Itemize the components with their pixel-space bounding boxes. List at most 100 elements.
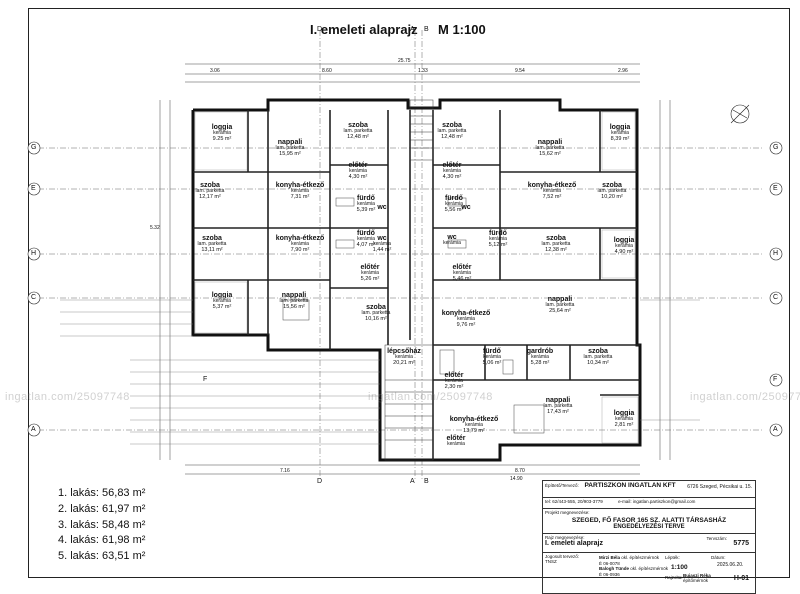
room-area: 12,48 m² — [441, 133, 463, 140]
room-area: 2,30 m² — [444, 383, 464, 390]
dimension-lines — [159, 63, 671, 475]
axis-lines — [38, 30, 762, 480]
apartment-area-1: 1. lakás: 56,83 m² — [58, 487, 146, 499]
room-floor: lam. parketta — [543, 403, 573, 410]
drawing-number: 5775 — [733, 540, 749, 547]
room-name: fürdő — [445, 195, 463, 202]
room-name: wc — [461, 204, 471, 211]
room-area: 10,20 m² — [601, 193, 623, 200]
room-area: 5,37 m² — [212, 303, 232, 310]
room-floor: lam. parketta — [279, 298, 309, 305]
axis-label-left-a: A — [31, 426, 36, 433]
room-floor: kerámia — [443, 240, 461, 247]
designer-label: Jogosult tervező: — [545, 554, 580, 559]
room-name: szoba — [602, 182, 622, 189]
room-area: 5,46 m² — [452, 275, 472, 282]
axis-bubbles — [27, 141, 783, 437]
room-area: 25,64 m² — [549, 307, 571, 314]
watermark-center: ingatlan.com/25097748 — [368, 391, 493, 403]
dim-bottom-total: 14.90 — [510, 476, 523, 482]
apartment-area-list: 1. lakás: 56,83 m² 2. lakás: 61,97 m² 3.… — [58, 486, 145, 565]
tnsz-label: TNSZ — [545, 559, 557, 564]
room-name: loggia — [609, 124, 631, 131]
room-area: 7,52 m² — [542, 193, 562, 200]
dim-side-left: 5.32 — [150, 225, 160, 231]
axis-label-bottom-a: A — [410, 478, 415, 485]
dim-top-3: 1.33 — [418, 68, 428, 74]
axis-label-right-f: F — [773, 376, 778, 383]
room-floor: lam. parketta — [195, 188, 225, 195]
axis-label-right-e: E — [773, 185, 778, 192]
room-area: 10,34 m² — [587, 359, 609, 366]
room-name: konyha-étkező — [527, 182, 577, 189]
dim-total-top: 25.75 — [398, 58, 411, 64]
dim-top-4: 9.54 — [515, 68, 525, 74]
room-area: 13,11 m² — [201, 246, 223, 253]
room-area: 7,90 m² — [290, 246, 310, 253]
axis-label-inner-f: F — [203, 376, 208, 383]
room-floor: lam. parketta — [535, 145, 565, 152]
room-floor: kerámia — [291, 188, 309, 195]
room-area: 12,38 m² — [545, 246, 567, 253]
drawing-frame — [28, 8, 790, 578]
room-name: nappali — [545, 397, 571, 404]
room-area: 4,30 m² — [348, 173, 368, 180]
owner-contact: tel: 62/443-555, 20/903-3779 — [545, 499, 603, 504]
room-area: 15,62 m² — [539, 150, 561, 157]
room-area: 15,95 m² — [279, 150, 301, 157]
room-floor: kerámia — [445, 201, 463, 208]
designer2-id: É 06-0936 — [599, 571, 620, 577]
date-label: Dátum: — [711, 555, 726, 560]
room-name: előtér — [452, 264, 472, 271]
room-name: gardrób — [526, 348, 554, 355]
room-name: előtér — [348, 162, 368, 169]
room-label: wc — [352, 204, 412, 211]
room-name: szoba — [200, 182, 220, 189]
apartment-area-4: 4. lakás: 61,98 m² — [58, 534, 146, 547]
room-area: 5,26 m² — [360, 275, 380, 282]
room-floor: lam. parketta — [197, 241, 227, 248]
room-area: 12,17 m² — [199, 193, 221, 200]
loggia-hatch — [194, 111, 639, 444]
watermark-right: ingatlan.com/25097748 — [690, 391, 800, 403]
plan-scale: M 1:100 — [438, 22, 486, 37]
room-floor: kerámia — [615, 416, 633, 423]
room-floor: lam. parketta — [437, 128, 467, 135]
room-area: 9.25 m² — [212, 135, 232, 142]
axis-label-top-a: A — [410, 26, 415, 33]
dim-bottom-left: 7.16 — [280, 468, 290, 474]
room-name: loggia — [613, 410, 635, 417]
room-floor: kerámia — [395, 354, 413, 361]
axis-label-left-h: H — [31, 250, 37, 257]
room-name: lépcsőház — [387, 348, 421, 355]
fixtures — [282, 197, 545, 434]
title-block: Építtető/Tervező: PARTISZKON INGATLAN KF… — [542, 480, 756, 594]
room-floor: kerámia — [361, 270, 379, 277]
room-area: 13,79 m² — [463, 427, 485, 434]
room-name: nappali — [547, 296, 573, 303]
axis-label-top-d: D — [317, 26, 323, 33]
room-name: szoba — [546, 235, 566, 242]
designer1-role: okl. építészmérnök — [621, 555, 660, 560]
room-name: szoba — [366, 304, 386, 311]
dim-top-2: 8.60 — [322, 68, 332, 74]
room-name: nappali — [281, 292, 307, 299]
plan-type: ENGEDÉLYEZÉSI TERVE — [613, 524, 685, 530]
drawing-name: I. emeleti alaprajz — [545, 540, 603, 547]
room-area: 4,90 m² — [614, 248, 634, 255]
room-floor: kerámia — [349, 168, 367, 175]
